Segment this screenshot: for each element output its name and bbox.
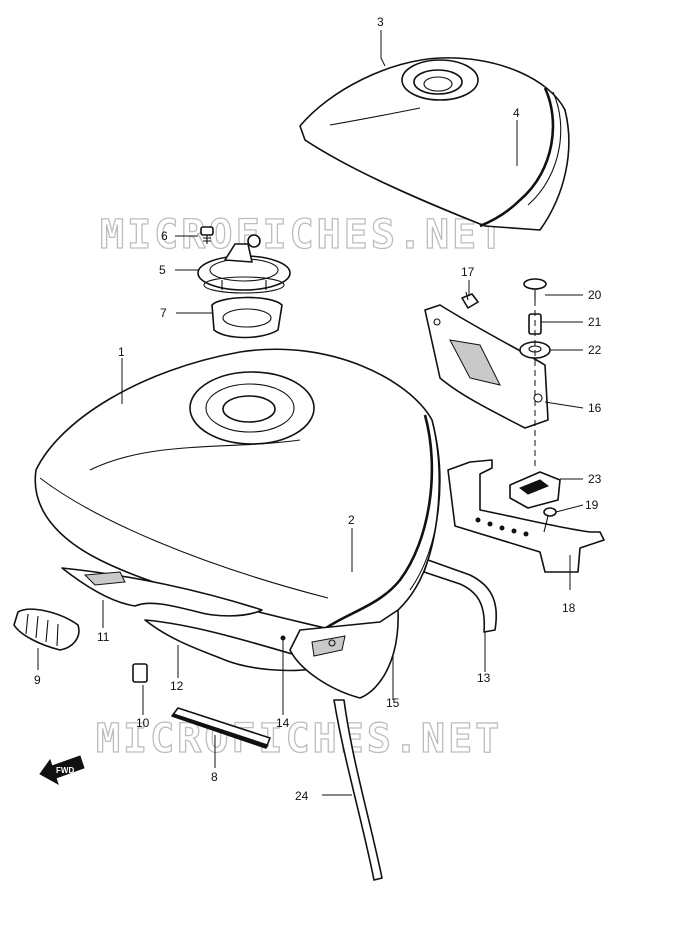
callout-numbers: 3 4 6 5 7 1 2 17 20 21 22 16 23 19 18 11… xyxy=(34,15,602,803)
callout-18: 18 xyxy=(562,601,576,615)
part-9-rubber-cushion xyxy=(13,608,80,651)
callout-19: 19 xyxy=(585,498,599,512)
callout-23: 23 xyxy=(588,472,602,486)
watermark-bottom: MICROFICHES.NET xyxy=(96,716,502,762)
part-10-block xyxy=(132,663,148,683)
callout-12: 12 xyxy=(170,679,184,693)
part-23-damper xyxy=(509,471,561,509)
callout-8: 8 xyxy=(211,770,218,784)
part-6-screw xyxy=(200,226,214,244)
callout-21: 21 xyxy=(588,315,602,329)
callout-22: 22 xyxy=(588,343,602,357)
callout-13: 13 xyxy=(477,671,491,685)
part-11-side-panel xyxy=(61,567,263,617)
part-3-tank-cover xyxy=(299,57,570,231)
part-17-bolt xyxy=(461,291,479,309)
fwd-direction-arrow: FWD xyxy=(39,755,85,786)
part-18-mounting-plate xyxy=(447,459,605,573)
part-20-bolt xyxy=(523,278,547,300)
callout-11: 11 xyxy=(97,630,110,644)
callout-10: 10 xyxy=(136,716,150,730)
part-16-bracket xyxy=(424,304,549,429)
part-7-gasket xyxy=(211,296,283,339)
callout-9: 9 xyxy=(34,673,41,687)
part-14-pointer-dot xyxy=(280,635,286,641)
callout-6: 6 xyxy=(161,229,168,243)
callout-17: 17 xyxy=(461,265,475,279)
watermark-top: MICROFICHES.NET xyxy=(100,212,506,258)
fwd-label: FWD xyxy=(56,766,74,775)
callout-5: 5 xyxy=(159,263,166,277)
part-8-strip xyxy=(171,707,271,749)
callout-2: 2 xyxy=(348,513,355,527)
callout-7: 7 xyxy=(160,306,167,320)
callout-20: 20 xyxy=(588,288,602,302)
part-12-lower-panel xyxy=(144,619,331,672)
part-15-side-panel xyxy=(289,609,399,699)
callout-1: 1 xyxy=(118,345,125,359)
callout-3: 3 xyxy=(377,15,384,29)
callout-4: 4 xyxy=(513,106,520,120)
callout-15: 15 xyxy=(386,696,400,710)
part-5-fuel-cap xyxy=(197,234,291,294)
callout-14: 14 xyxy=(276,716,290,730)
leader-lines xyxy=(37,30,584,796)
part-1-fuel-tank xyxy=(34,348,441,641)
part-19-bolt xyxy=(543,507,557,533)
callout-24: 24 xyxy=(295,789,309,803)
part-24-hose xyxy=(333,699,383,881)
callout-16: 16 xyxy=(588,401,602,415)
part-13-bracket-rail xyxy=(423,559,497,633)
